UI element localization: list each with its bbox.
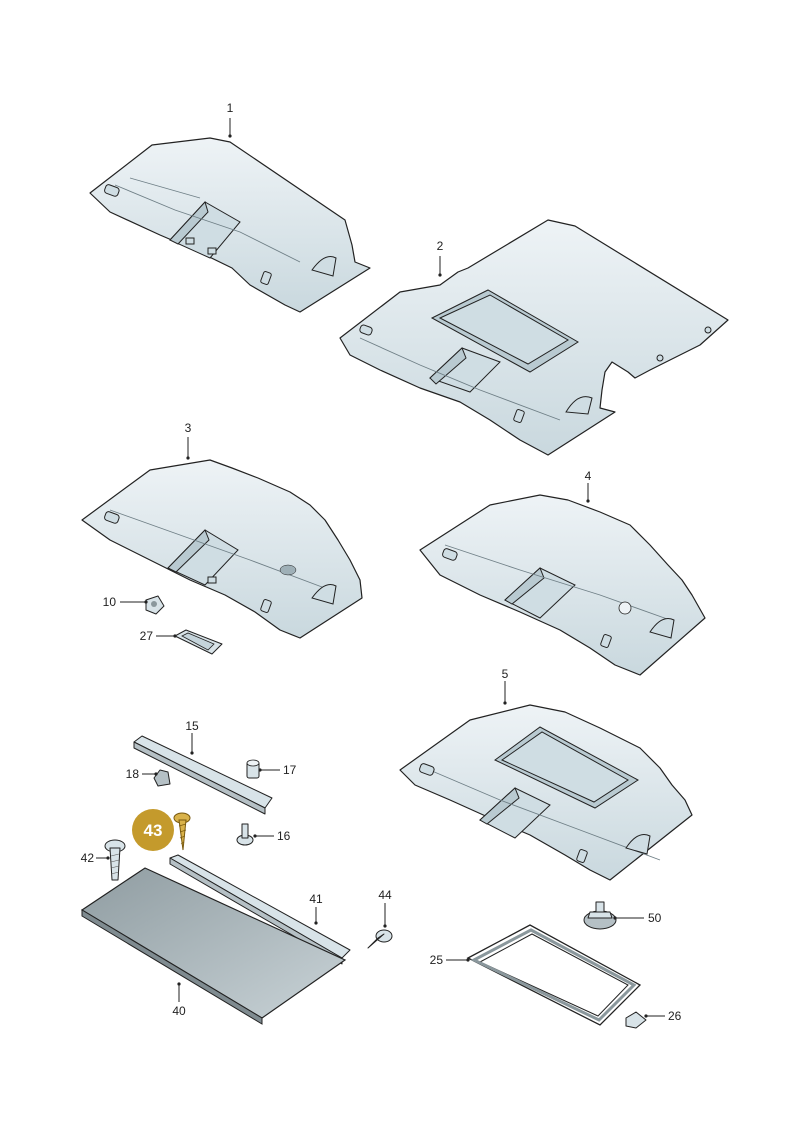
callout-50: 50 [613, 911, 662, 925]
cover-part-27[interactable] [174, 629, 223, 655]
callout-label-25: 25 [430, 953, 444, 967]
callout-label-40: 40 [172, 1004, 186, 1018]
callout-label-10: 10 [103, 595, 117, 609]
screw-part-16[interactable] [236, 823, 254, 846]
callout-2: 2 [437, 239, 444, 277]
callout-40: 40 [172, 982, 186, 1018]
callout-label-26: 26 [668, 1009, 682, 1023]
strip-part-41[interactable] [169, 854, 351, 965]
callout-15: 15 [185, 719, 199, 755]
callout-3: 3 [185, 421, 192, 460]
callout-label-15: 15 [185, 719, 199, 733]
headliner-part-2[interactable] [339, 219, 729, 456]
callout-10: 10 [103, 595, 148, 609]
callout-16: 16 [253, 829, 291, 843]
callout-label-16: 16 [277, 829, 291, 843]
headliner-part-4[interactable] [419, 494, 706, 676]
highlight-label-43: 43 [144, 821, 163, 840]
bolt-part-42[interactable] [104, 839, 126, 881]
highlight-badge[interactable] [132, 809, 174, 851]
headliner-part-1[interactable] [89, 137, 371, 313]
clip-part-10[interactable] [145, 595, 165, 615]
callout-42: 42 [81, 851, 110, 865]
screw-part-44[interactable] [367, 929, 393, 949]
callout-label-17: 17 [283, 763, 297, 777]
headliner-part-5[interactable] [399, 704, 693, 881]
callout-label-41: 41 [309, 892, 323, 906]
callout-label-1: 1 [227, 101, 234, 115]
callout-5: 5 [502, 667, 509, 705]
callout-label-50: 50 [648, 911, 662, 925]
callout-label-44: 44 [378, 888, 392, 902]
callout-44: 44 [378, 888, 392, 928]
callout-label-3: 3 [185, 421, 192, 435]
plug-part-17[interactable] [246, 759, 260, 779]
callout-1: 1 [227, 101, 234, 138]
bracket-part-18[interactable] [153, 769, 171, 787]
callout-label-42: 42 [81, 851, 95, 865]
callout-label-2: 2 [437, 239, 444, 253]
frame-part-25[interactable] [466, 924, 642, 1026]
callout-label-5: 5 [502, 667, 509, 681]
callout-4: 4 [585, 469, 592, 503]
rail-part-15[interactable] [133, 735, 273, 815]
callout-label-18: 18 [126, 767, 140, 781]
screw-part-43[interactable] [173, 812, 191, 851]
callout-18: 18 [126, 767, 158, 781]
callout-41: 41 [309, 892, 323, 925]
callout-label-27: 27 [140, 629, 154, 643]
callout-26: 26 [644, 1009, 682, 1023]
clip-part-26[interactable] [625, 1011, 647, 1029]
callout-25: 25 [430, 953, 470, 967]
mount-part-50[interactable] [583, 901, 617, 930]
panel-part-40[interactable] [80, 867, 347, 1025]
callout-label-4: 4 [585, 469, 592, 483]
callout-17: 17 [258, 763, 297, 777]
callout-27: 27 [140, 629, 177, 643]
callout-43-highlight[interactable]: 43 [132, 809, 174, 851]
headliner-part-3[interactable] [81, 459, 363, 639]
